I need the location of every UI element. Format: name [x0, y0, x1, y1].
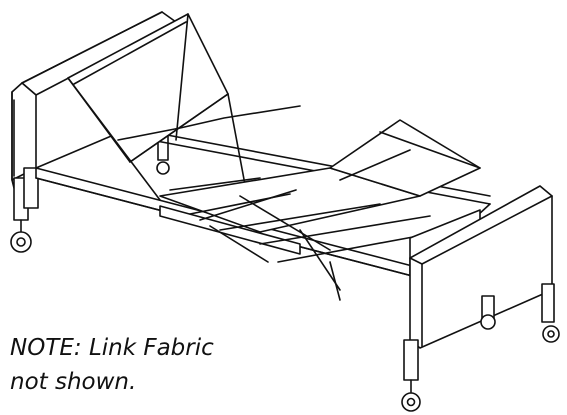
note-line-1: NOTE: Link Fabric [10, 335, 214, 361]
note-line-2: not shown. [10, 369, 137, 395]
lift-links [169, 177, 341, 301]
head-end-legs [10, 119, 170, 253]
head-section [67, 13, 301, 201]
note-caption: NOTE: Link Fabric not shown. [10, 331, 250, 399]
foot-end-legs [401, 283, 560, 412]
